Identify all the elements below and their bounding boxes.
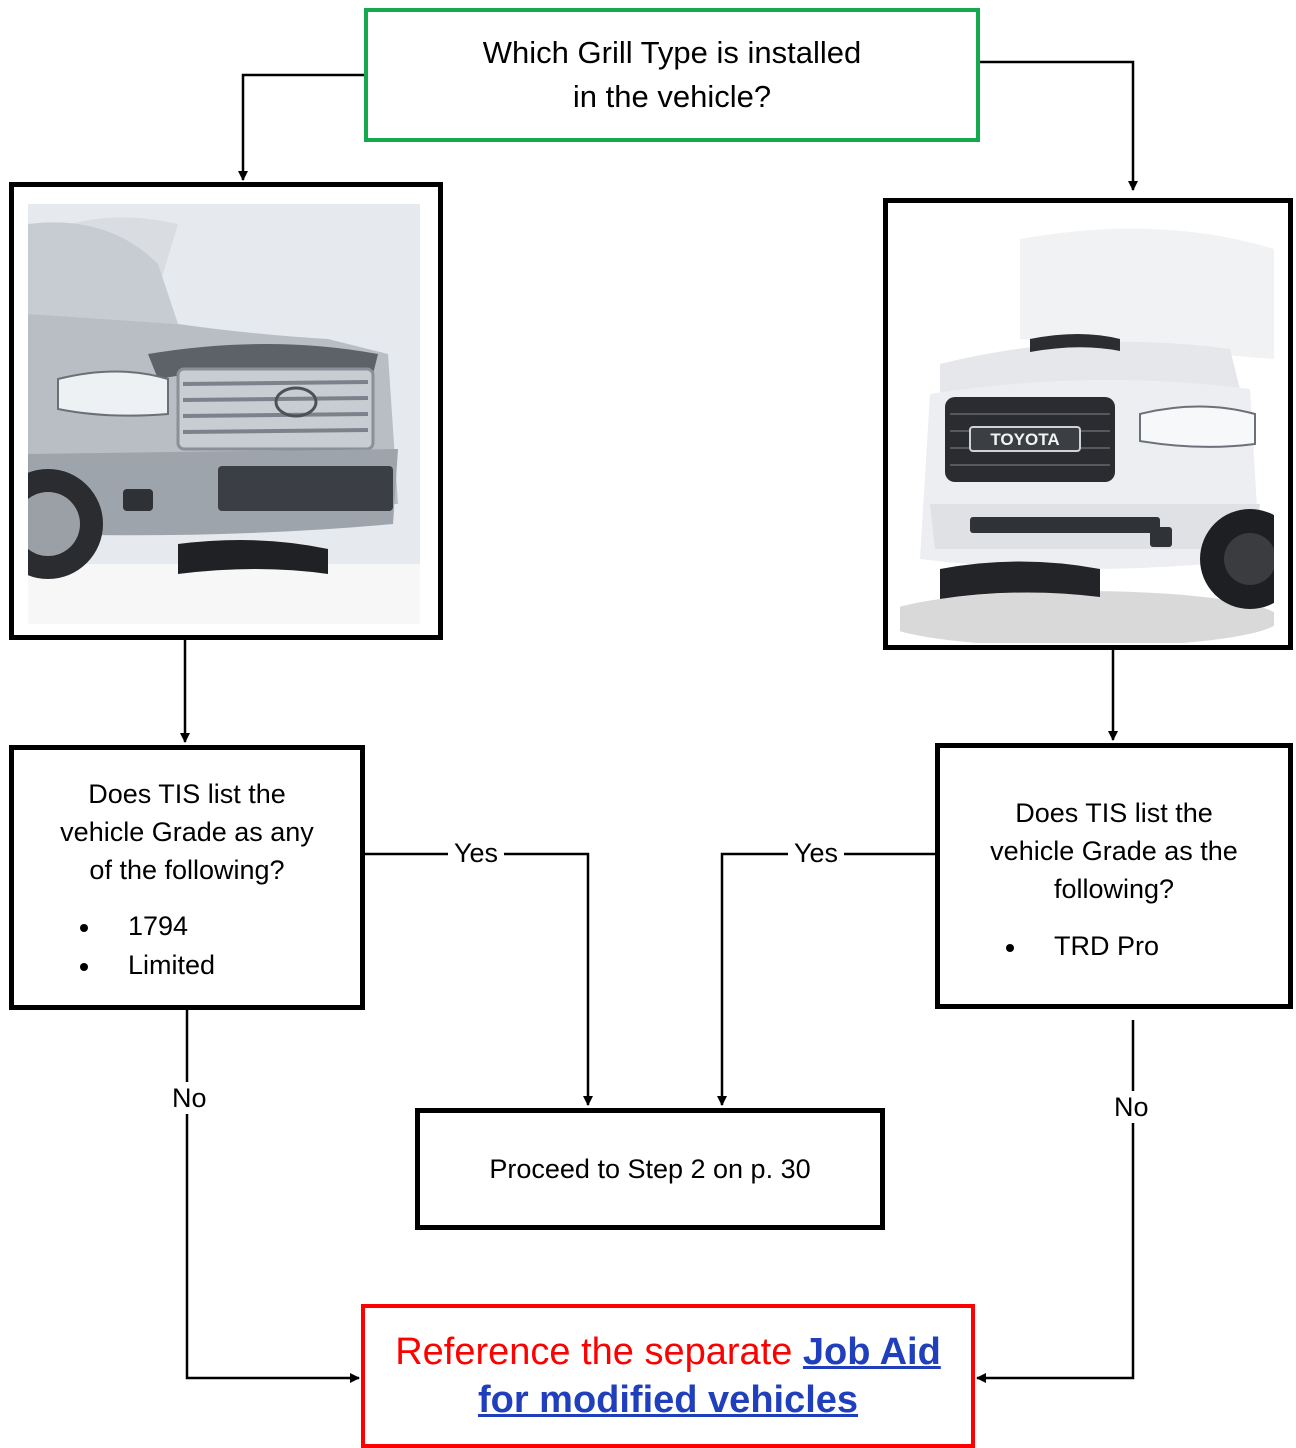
- right-no-label: No: [1108, 1091, 1155, 1123]
- job-aid-line-1: Reference the separate Job Aid: [395, 1328, 941, 1376]
- left-grade-question-line: vehicle Grade as any: [60, 817, 314, 847]
- right-grade-question-line: following?: [1053, 874, 1175, 904]
- left-grade-question-line: Does TIS list the: [88, 779, 286, 809]
- right-grade-question-line: Does TIS list the: [1015, 798, 1213, 828]
- job-aid-box: Reference the separate Job Aid for modif…: [361, 1304, 975, 1448]
- silver-truck-chrome-grille-icon: [28, 204, 420, 624]
- connector-question-to-left-photo: [238, 73, 364, 181]
- connector-left-yes: [365, 852, 593, 1106]
- job-aid-prefix: Reference the separate: [395, 1331, 803, 1373]
- question-line-2: in the vehicle?: [572, 79, 772, 114]
- grade-list-item: Limited: [76, 946, 215, 985]
- connector-question-to-right-photo: [980, 60, 1138, 191]
- trd-pro-grill-photo-box: TOYOTA: [883, 198, 1293, 650]
- job-aid-line-2: for modified vehicles: [478, 1376, 858, 1424]
- right-grade-question-box: Does TIS list the vehicle Grade as the f…: [935, 743, 1293, 1009]
- left-grade-list: 1794 Limited: [76, 907, 215, 985]
- left-grade-question-line: of the following?: [89, 855, 285, 885]
- right-yes-label: Yes: [788, 837, 845, 869]
- grade-list-item: 1794: [76, 907, 215, 946]
- right-grade-question: Does TIS list the vehicle Grade as the f…: [940, 794, 1288, 908]
- white-truck-toyota-grille-icon: TOYOTA: [900, 219, 1274, 643]
- proceed-step-box: Proceed to Step 2 on p. 30: [415, 1108, 885, 1230]
- right-grade-question-line: vehicle Grade as the: [990, 836, 1238, 866]
- left-grade-question: Does TIS list the vehicle Grade as any o…: [14, 775, 360, 889]
- grade-list-item: TRD Pro: [1002, 927, 1159, 966]
- standard-grill-photo-box: [9, 182, 443, 640]
- left-yes-label: Yes: [448, 837, 505, 869]
- modified-vehicles-link[interactable]: for modified vehicles: [477, 1379, 859, 1421]
- toyota-badge-text: TOYOTA: [990, 430, 1059, 449]
- connector-right-no: [976, 1020, 1135, 1383]
- connector-left-no: [185, 1010, 360, 1383]
- proceed-text: Proceed to Step 2 on p. 30: [489, 1153, 811, 1184]
- right-grade-list: TRD Pro: [1002, 927, 1159, 966]
- left-no-label: No: [166, 1082, 213, 1114]
- connector-right-yes: [717, 852, 935, 1106]
- job-aid-link[interactable]: Job Aid: [802, 1331, 941, 1373]
- grill-type-question-box: Which Grill Type is installed in the veh…: [364, 8, 980, 142]
- left-grade-question-box: Does TIS list the vehicle Grade as any o…: [9, 745, 365, 1010]
- question-line-1: Which Grill Type is installed: [482, 35, 862, 70]
